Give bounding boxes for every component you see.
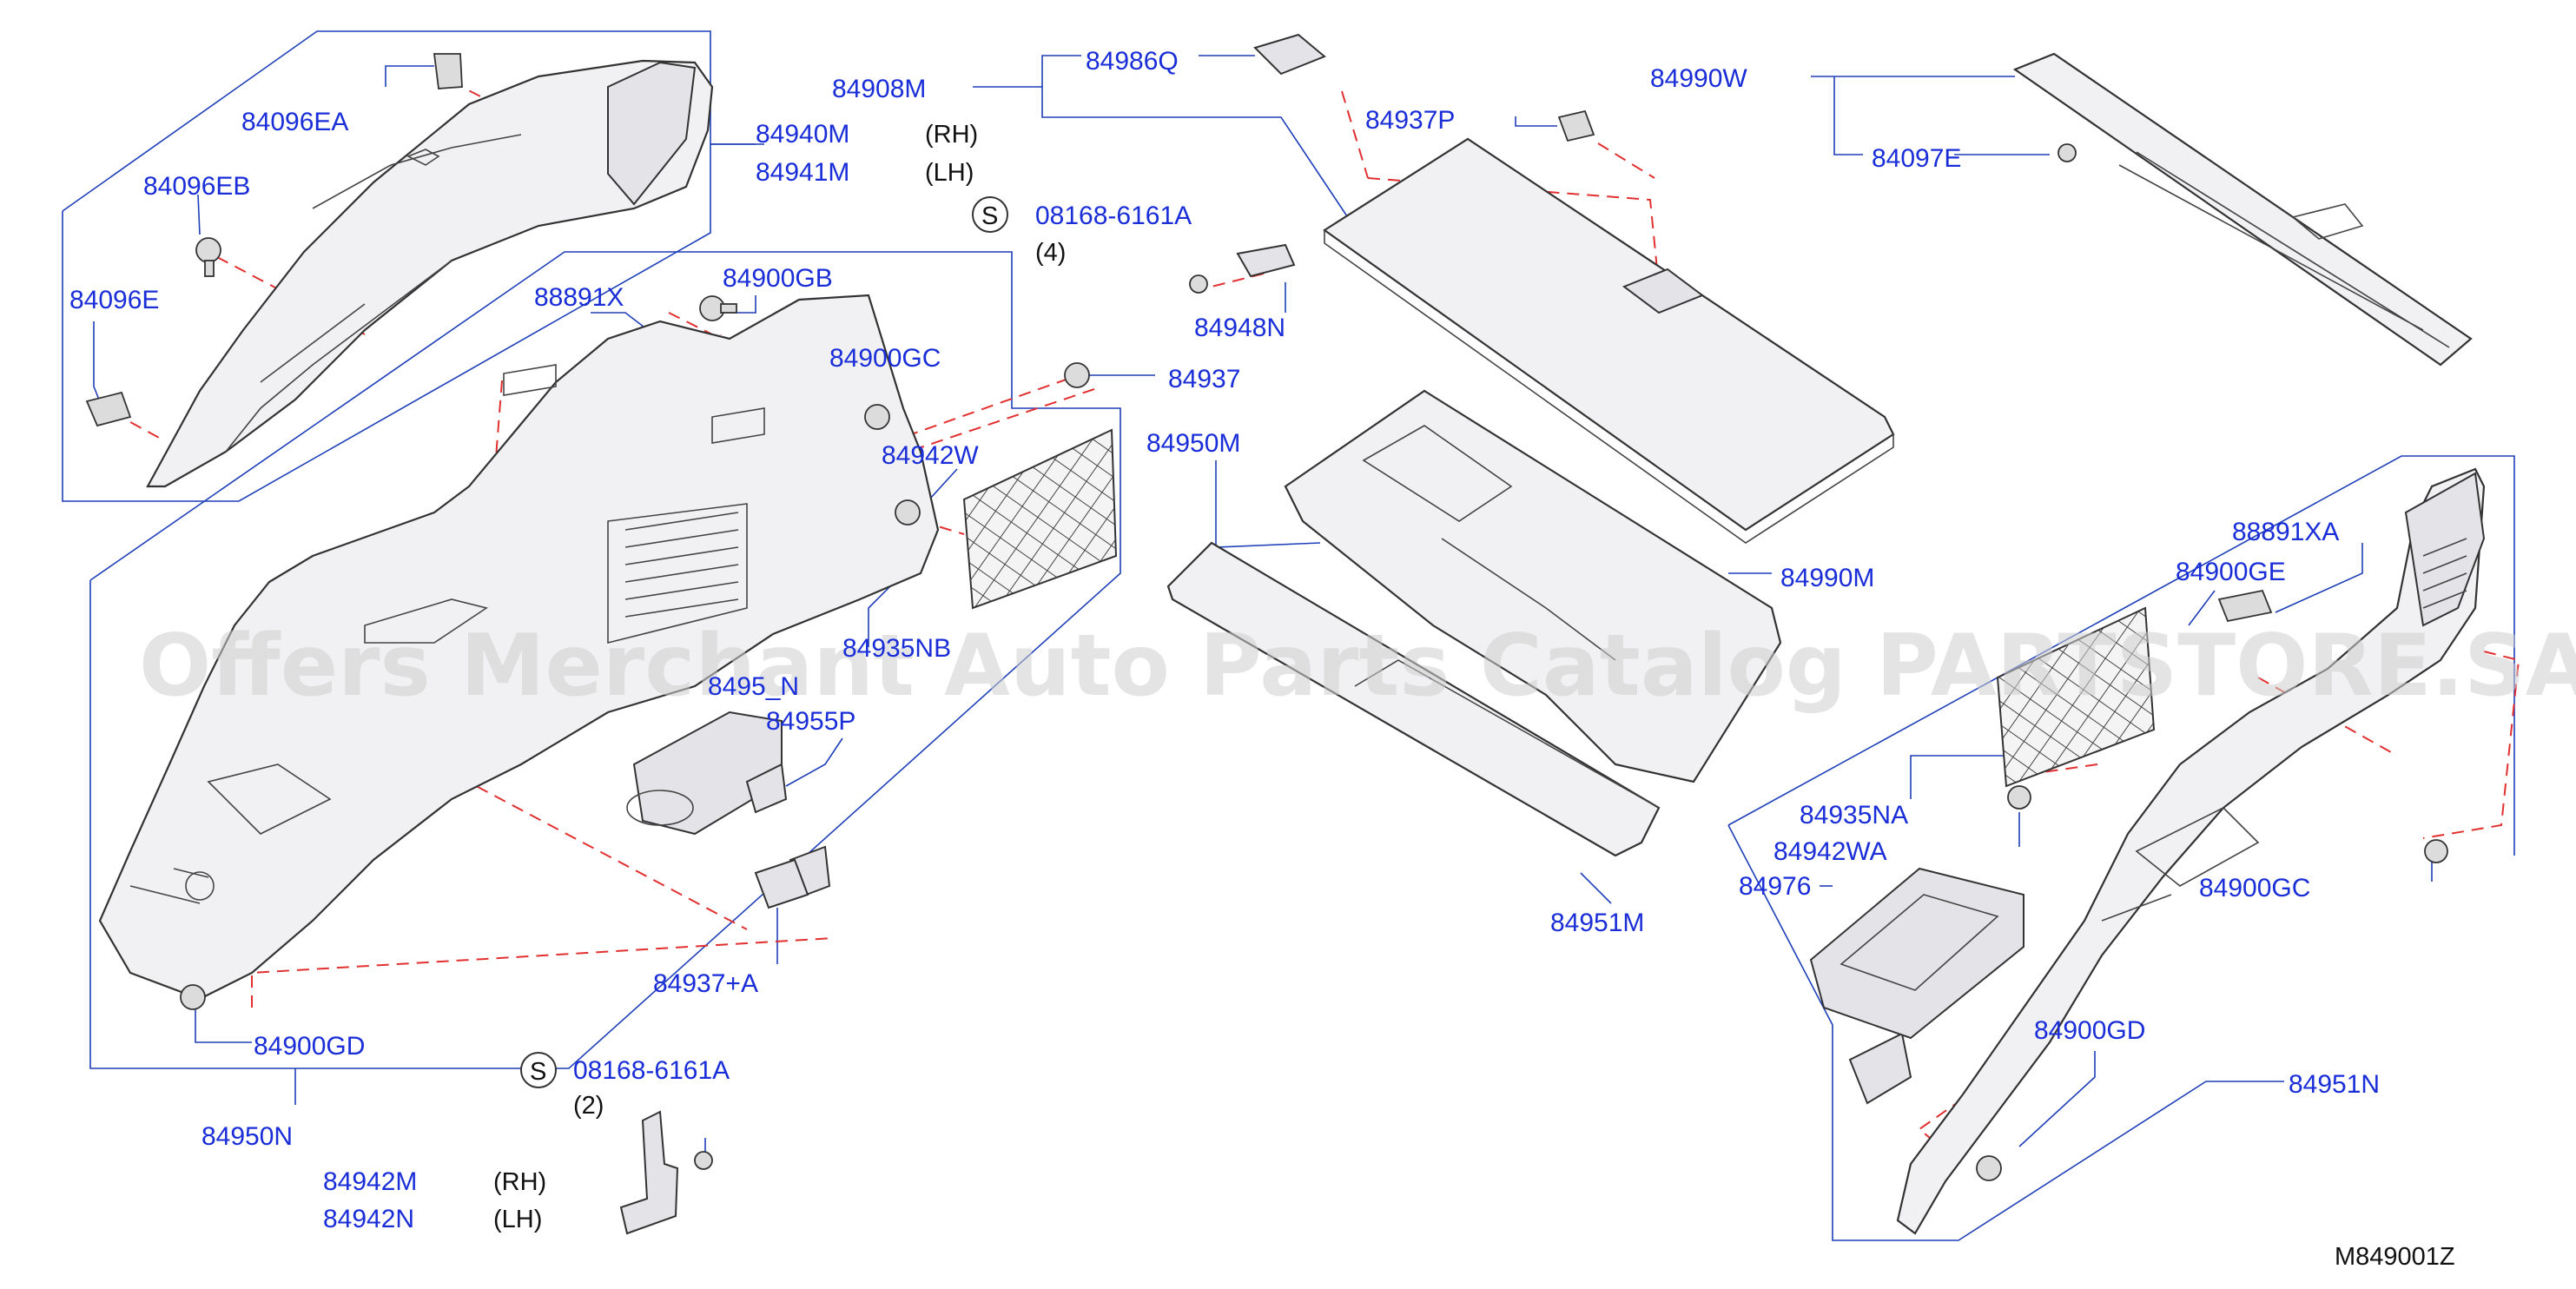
- clip-84096E: [85, 391, 132, 427]
- upper-side-trim-84940M: [146, 59, 714, 488]
- label-84937A: 84937+A: [653, 969, 758, 998]
- bracket-84942M: [619, 1110, 713, 1235]
- label-84948N: 84948N: [1194, 314, 1285, 342]
- sill-plate-84990W: [2012, 52, 2473, 367]
- label-84900GD-1: 84900GD: [254, 1032, 365, 1061]
- label-84097E: 84097E: [1872, 144, 1961, 173]
- label-84990M: 84990M: [1780, 564, 1874, 592]
- clip-84942W: [895, 499, 921, 526]
- label-s2-code: 08168-6161A: [573, 1056, 730, 1085]
- label-84951N: 84951N: [2289, 1070, 2380, 1099]
- label-84955P: 84955P: [766, 707, 855, 736]
- label-84937P: 84937P: [1365, 106, 1455, 135]
- label-s1-qty: (4): [1035, 239, 1066, 267]
- clip-84937P: [1557, 109, 1595, 142]
- s-symbol-text: S: [981, 202, 998, 230]
- clip-84900GE: [2217, 589, 2273, 623]
- label-84950M: 84950M: [1146, 429, 1240, 458]
- watermark: Offers Merchant Auto Parts Catalog PARTS…: [139, 617, 2576, 716]
- label-84935NA: 84935NA: [1800, 801, 1908, 830]
- bracket-84948N: [1189, 243, 1296, 294]
- label-84986Q: 84986Q: [1086, 47, 1179, 76]
- clip-84900GD-right: [1976, 1155, 2002, 1181]
- label-rh-1: (RH): [925, 121, 978, 149]
- label-84900GE: 84900GE: [2176, 558, 2286, 586]
- lower-side-trim-84950N: [98, 294, 940, 1001]
- s-symbol-text: S: [530, 1058, 546, 1086]
- label-84990W: 84990W: [1650, 64, 1747, 93]
- label-84900GC-2: 84900GC: [2199, 874, 2310, 902]
- label-84096EB: 84096EB: [143, 172, 250, 201]
- part-labels: 84096EA 84096EB 84096E 84940M 84941M (RH…: [69, 47, 2455, 1271]
- label-84976: 84976: [1739, 872, 1811, 901]
- label-rh-2: (RH): [493, 1168, 546, 1196]
- label-84900GD-2: 84900GD: [2034, 1016, 2145, 1045]
- screw-symbol-1: S: [972, 196, 1008, 233]
- label-88891X: 88891X: [534, 283, 624, 312]
- label-84941M: 84941M: [756, 158, 849, 187]
- label-84942M: 84942M: [323, 1167, 417, 1196]
- cup-holder-tray: [626, 711, 831, 901]
- label-84908M: 84908M: [832, 75, 926, 103]
- clip-84096EA: [433, 53, 463, 89]
- label-s2-qty: (2): [573, 1092, 604, 1120]
- clip-84900GD-left: [180, 984, 206, 1010]
- storage-tray-84976: [1809, 867, 2024, 1040]
- figure-code: M849001Z: [2335, 1243, 2455, 1271]
- cargo-tray-84990M: [1284, 389, 1782, 783]
- label-84900GC-1: 84900GC: [829, 344, 941, 373]
- clip-84900GB: [699, 295, 737, 321]
- screw-symbol-2: S: [520, 1052, 557, 1088]
- label-84950N: 84950N: [201, 1122, 293, 1151]
- right-side-trim-84951N: [1848, 467, 2486, 1235]
- label-84942N: 84942N: [323, 1205, 414, 1233]
- clip-84096EB: [195, 237, 221, 277]
- clip-84900GC-right: [2424, 839, 2448, 863]
- trim-grommet-84937A: [754, 858, 809, 909]
- floor-cover-84951M: [1166, 541, 1661, 857]
- label-84935NB: 84935NB: [842, 634, 951, 663]
- clip-84937: [1064, 362, 1090, 388]
- label-84942WA: 84942WA: [1773, 837, 1887, 866]
- clip-84942WA: [2007, 785, 2031, 810]
- label-84940M: 84940M: [756, 120, 849, 149]
- label-84900GB: 84900GB: [723, 264, 833, 293]
- label-84942W: 84942W: [882, 441, 979, 470]
- label-s1-code: 08168-6161A: [1035, 202, 1192, 230]
- cargo-net-84935NB: [962, 428, 1118, 610]
- label-84951M: 84951M: [1550, 909, 1644, 937]
- clip-84900GC: [864, 404, 890, 430]
- grommet-84986Q: [1253, 33, 1326, 76]
- label-lh-2: (LH): [493, 1206, 542, 1233]
- label-84096E: 84096E: [69, 286, 159, 314]
- floor-board-84908M: [1323, 137, 1895, 544]
- label-84096EA: 84096EA: [241, 108, 348, 136]
- label-84937: 84937: [1168, 365, 1240, 393]
- label-8495-N: 8495_N: [708, 672, 799, 701]
- cargo-net-84935NA: [1996, 606, 2156, 788]
- label-88891XA: 88891XA: [2232, 518, 2339, 546]
- label-lh-1: (LH): [925, 159, 974, 187]
